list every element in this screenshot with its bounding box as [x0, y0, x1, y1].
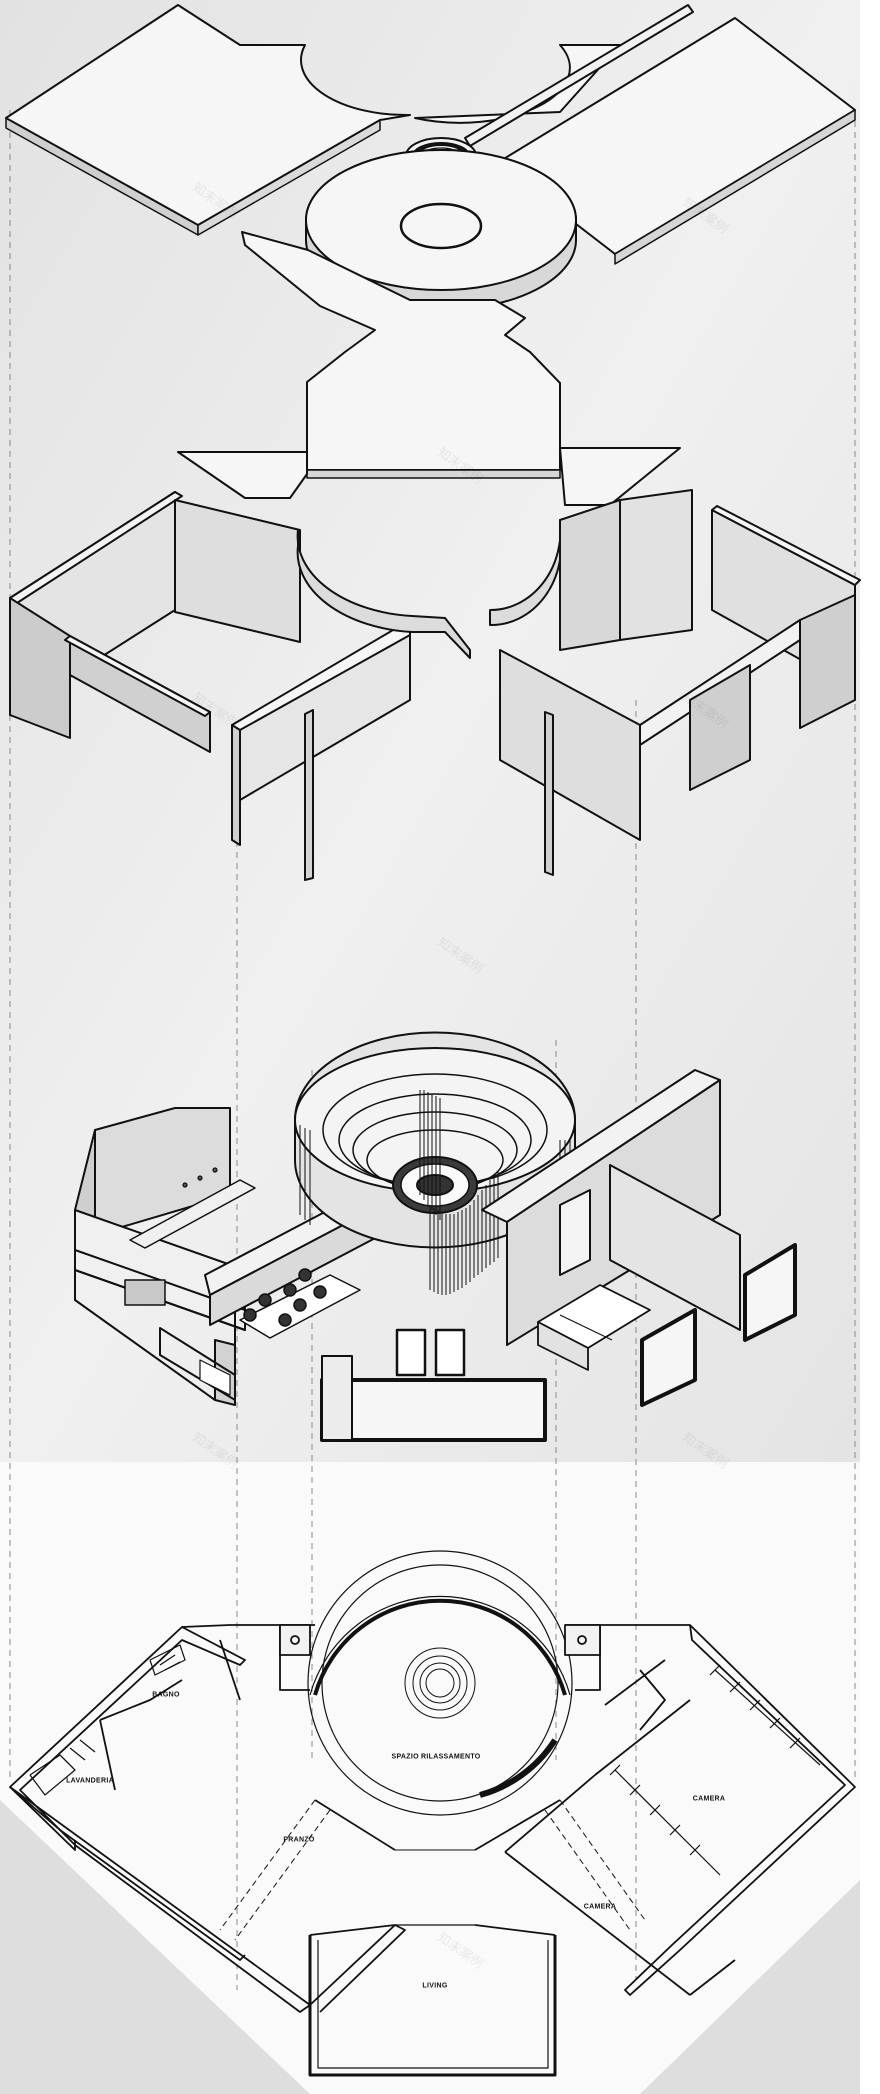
right-margin	[860, 0, 880, 2094]
roof-layer	[5, 4, 856, 506]
floor-plan	[9, 1550, 856, 2077]
plan-corner-shade-right	[640, 1880, 860, 2094]
room-label-spazio-rilassamento: SPAZIO RILASSAMENTO	[391, 1753, 481, 1761]
room-label-bagno: BAGNO	[152, 1691, 180, 1699]
room-label-camera-lower: CAMERA	[583, 1903, 617, 1911]
room-label-lavanderia: LAVANDERIA	[66, 1777, 114, 1785]
plan-corner-shade-left	[0, 1800, 310, 2094]
wall-layer	[9, 489, 861, 881]
room-label-living: LIVING	[422, 1982, 448, 1990]
room-label-pranzo: PRANZO	[283, 1836, 315, 1844]
interior-layer	[74, 1031, 797, 1442]
room-label-camera-upper: CAMERA	[692, 1795, 726, 1803]
